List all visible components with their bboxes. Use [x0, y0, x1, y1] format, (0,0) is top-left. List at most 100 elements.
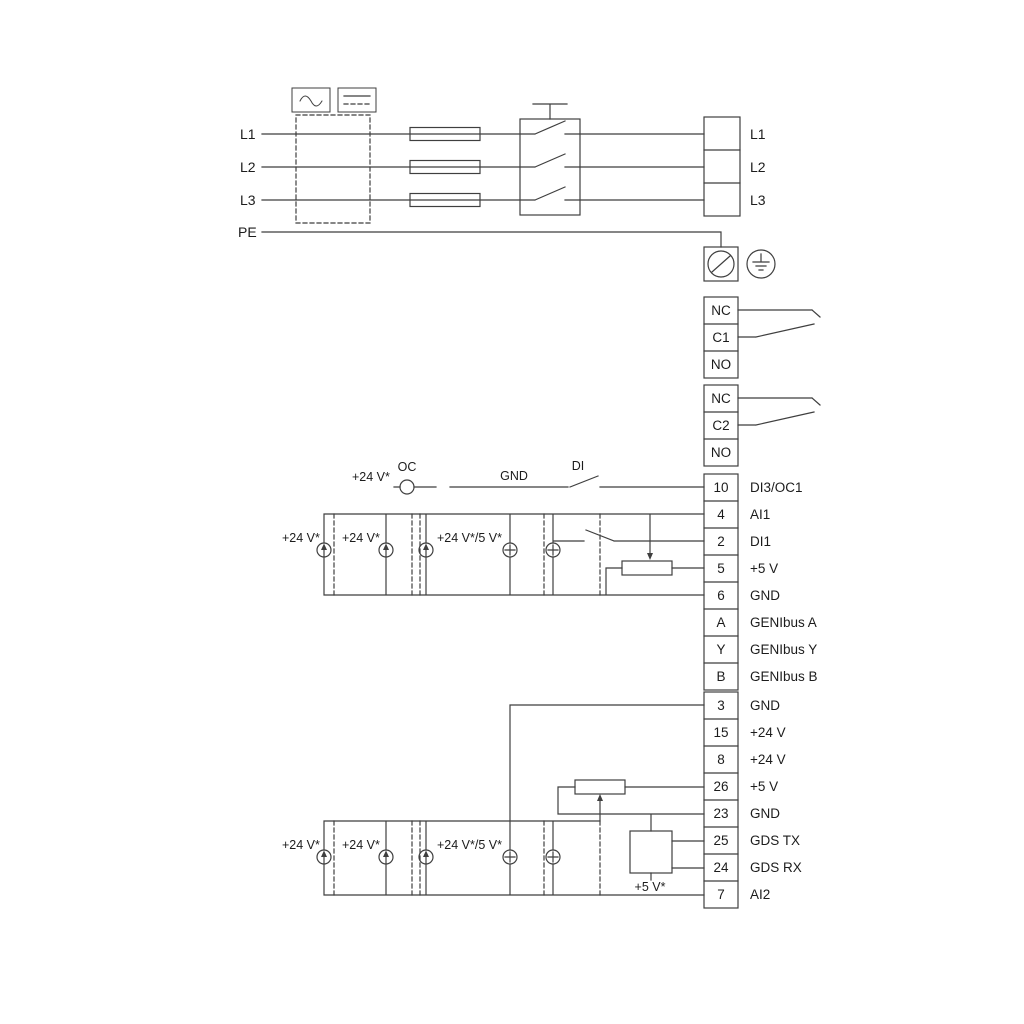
source-plus-icon — [545, 542, 561, 558]
arrow-up-icon — [423, 850, 429, 857]
source-icon — [316, 849, 332, 865]
pe-screw-icon — [707, 250, 735, 278]
terminal-number: B — [716, 669, 725, 684]
source-plus-icon — [545, 849, 561, 865]
mains-right-label: L2 — [750, 159, 766, 175]
arrow-up-icon — [321, 543, 327, 550]
sensor-supply-label: +5 V* — [635, 880, 666, 894]
source-plus-icon — [502, 849, 518, 865]
pe-screw-terminal — [703, 246, 739, 282]
open-collector-icon — [399, 479, 415, 495]
oc-label: OC — [398, 460, 417, 474]
ac-sine-icon — [299, 95, 323, 107]
terminal-number: 3 — [717, 698, 725, 713]
fuse-symbol-l1 — [409, 126, 481, 142]
terminal-number: 15 — [713, 725, 728, 740]
source-icon — [316, 542, 332, 558]
source-label: +24 V* — [282, 531, 320, 545]
terminal-number: 23 — [713, 806, 728, 821]
terminal-number: 7 — [717, 887, 725, 902]
terminal-block-top — [703, 473, 739, 691]
sensor-box — [629, 830, 673, 874]
dc-symbol-box — [337, 87, 377, 113]
mains-section — [291, 87, 776, 282]
relay2-cell-label: C2 — [712, 418, 729, 433]
arrow-up-icon — [321, 850, 327, 857]
relay-outputs — [703, 296, 739, 467]
arrow-up-icon — [383, 543, 389, 550]
terminal-label: +24 V — [750, 752, 786, 767]
source-label: +24 V* — [342, 531, 380, 545]
relay1-cell-label: C1 — [712, 330, 729, 345]
relay2-cell-label: NO — [711, 445, 731, 460]
terminal-number: Y — [716, 642, 725, 657]
terminal-label: GND — [750, 806, 780, 821]
terminal-label: GENIbus B — [750, 669, 818, 684]
terminal-label: DI1 — [750, 534, 771, 549]
mains-terminal-block — [703, 116, 741, 217]
emc-filter-box — [295, 114, 371, 224]
source-label: +24 V* — [342, 838, 380, 852]
source-plus-icon — [502, 542, 518, 558]
terminal-blocks — [703, 473, 739, 909]
relay-2-block — [703, 384, 739, 467]
terminal-number: 25 — [713, 833, 728, 848]
relay1-cell-label: NO — [711, 357, 731, 372]
terminal-label: +5 V — [750, 561, 778, 576]
terminal-label: GDS RX — [750, 860, 802, 875]
mains-left-label: L2 — [240, 159, 256, 175]
source-label: +24 V*/5 V* — [437, 838, 502, 852]
terminal-label: GDS TX — [750, 833, 800, 848]
gnd-wire-label: GND — [500, 469, 528, 483]
di-wire-label: DI — [572, 459, 585, 473]
terminal-label: GND — [750, 588, 780, 603]
terminal-block-bottom — [703, 691, 739, 909]
terminal-number: 6 — [717, 588, 725, 603]
terminal-number: 4 — [717, 507, 725, 522]
arrow-up-icon — [383, 850, 389, 857]
optional-wiring-dashes — [333, 103, 601, 896]
source-icon — [378, 849, 394, 865]
relay1-cell-label: NC — [711, 303, 731, 318]
source-label: +24 V*/5 V* — [437, 531, 502, 545]
pe-label: PE — [238, 224, 257, 240]
terminal-number: 2 — [717, 534, 725, 549]
terminal-number: 26 — [713, 779, 728, 794]
terminal-number: 24 — [713, 860, 729, 875]
mains-right-label: L1 — [750, 126, 766, 142]
mains-left-label: L3 — [240, 192, 256, 208]
wires — [261, 95, 821, 896]
earth-ground-icon — [746, 249, 776, 279]
terminal-number: 10 — [713, 480, 728, 495]
potentiometer-top — [621, 560, 673, 576]
mains-right-label: L3 — [750, 192, 766, 208]
source-icon — [378, 542, 394, 558]
fuse-symbol-l3 — [409, 192, 481, 208]
mains-left-label: L1 — [240, 126, 256, 142]
source-icon — [418, 542, 434, 558]
source-icon — [418, 849, 434, 865]
potentiometer-bottom — [574, 779, 626, 795]
relay-1-block — [703, 296, 739, 379]
terminal-label: AI1 — [750, 507, 770, 522]
relay2-cell-label: NC — [711, 391, 731, 406]
terminal-number: 8 — [717, 752, 725, 767]
terminal-number: A — [716, 615, 725, 630]
main-switch-box — [519, 118, 581, 216]
terminal-label: GENIbus Y — [750, 642, 817, 657]
terminal-label: GENIbus A — [750, 615, 817, 630]
arrow-up-icon — [423, 543, 429, 550]
terminal-label: AI2 — [750, 887, 770, 902]
source-label: +24 V* — [282, 838, 320, 852]
terminal-label: +24 V — [750, 725, 786, 740]
oc-supply-label: +24 V* — [352, 470, 390, 484]
terminal-label: GND — [750, 698, 780, 713]
signal-components — [316, 479, 673, 874]
terminal-label: DI3/OC1 — [750, 480, 803, 495]
terminal-label: +5 V — [750, 779, 778, 794]
terminal-number: 5 — [717, 561, 725, 576]
fuse-symbol-l2 — [409, 159, 481, 175]
labels: L1 L2 L3 PE L1 L2 L3 NC C1 NO NC C2 NO 1… — [238, 126, 818, 902]
